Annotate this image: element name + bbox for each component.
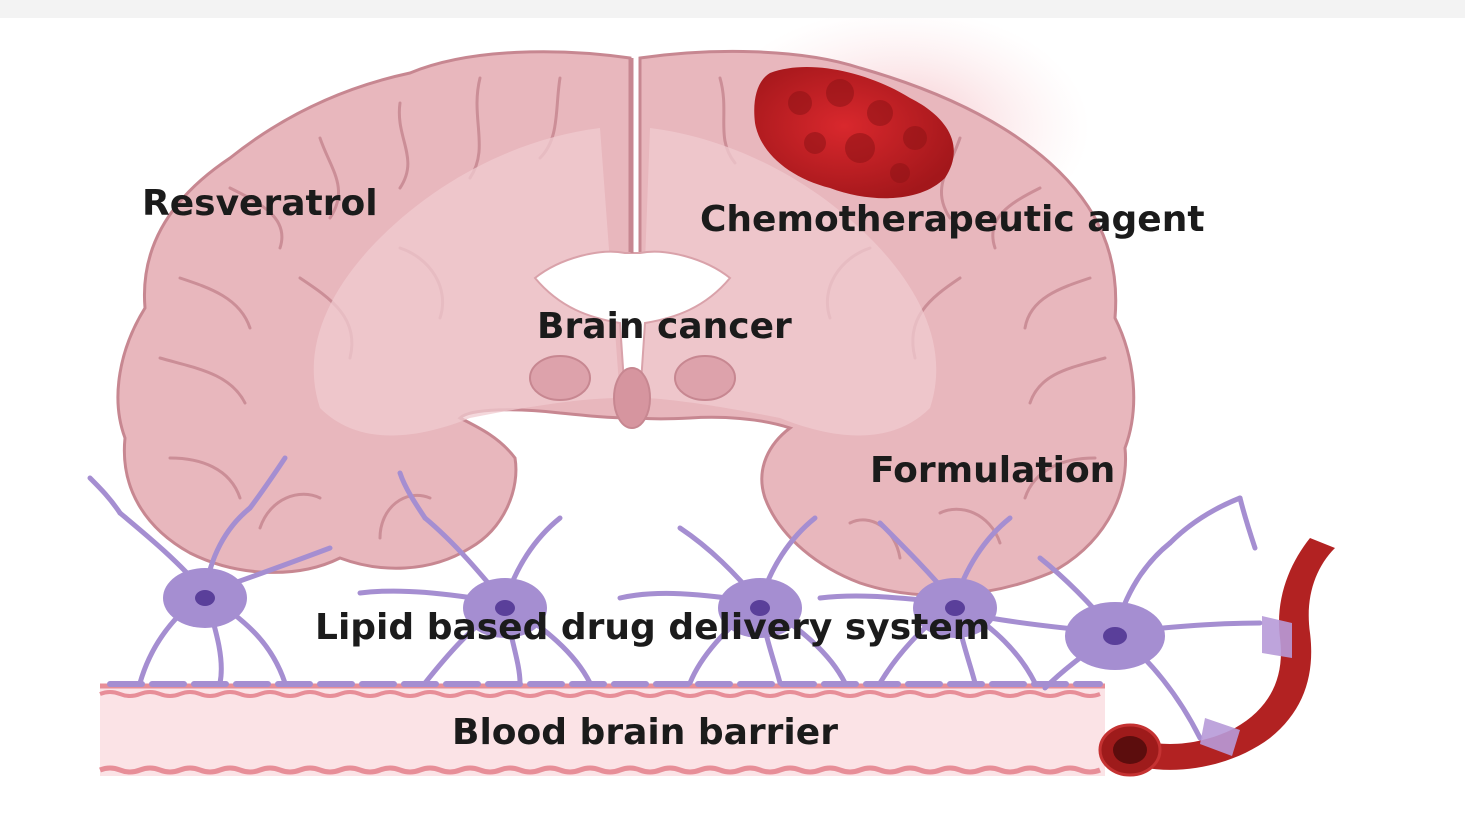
tumor-icon bbox=[754, 67, 954, 199]
astrocyte-somas bbox=[163, 568, 1165, 670]
brainstem-core bbox=[613, 367, 651, 429]
diagram-artwork bbox=[87, 18, 1335, 777]
barrier-band bbox=[99, 683, 1105, 776]
diagram-canvas: Resveratrol Chemotherapeutic agent Brain… bbox=[0, 18, 1465, 839]
label-brain-cancer: Brain cancer bbox=[537, 306, 792, 347]
label-blood-brain-barrier: Blood brain barrier bbox=[452, 712, 838, 753]
top-strip bbox=[0, 0, 1465, 18]
label-lipid-based-drug-delivery-system: Lipid based drug delivery system bbox=[315, 607, 991, 648]
label-resveratrol: Resveratrol bbox=[142, 183, 378, 224]
brain-icon bbox=[116, 49, 1136, 597]
thalamus-right bbox=[674, 355, 736, 401]
blood-vessel-icon bbox=[1098, 538, 1335, 777]
thalamus-left bbox=[529, 355, 591, 401]
label-chemotherapeutic-agent: Chemotherapeutic agent bbox=[700, 199, 1205, 240]
label-formulation: Formulation bbox=[870, 450, 1116, 491]
